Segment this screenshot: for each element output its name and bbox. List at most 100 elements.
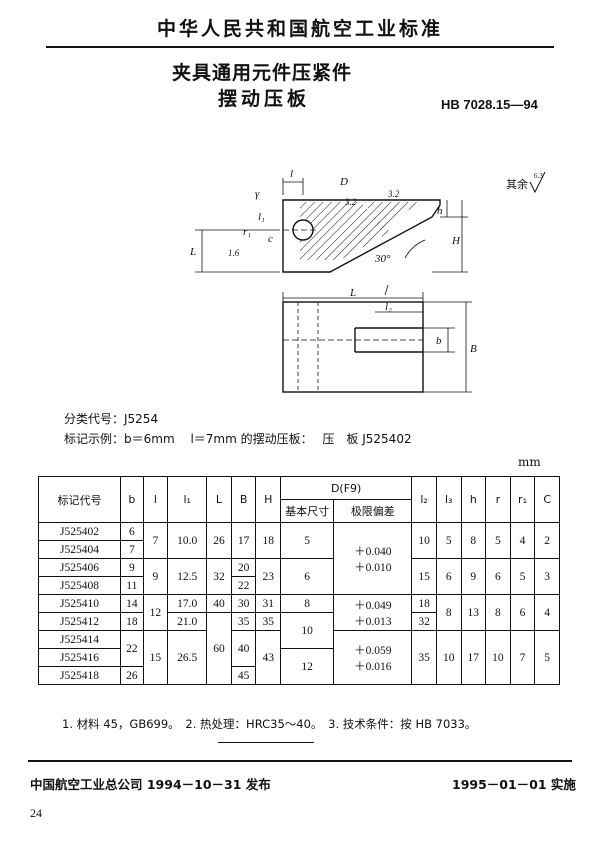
l1-cell: 17.0 — [167, 594, 208, 613]
B-cell: 45 — [230, 666, 257, 685]
B-cell: 40 — [230, 630, 257, 667]
mark-cell: J525416 — [37, 648, 122, 667]
r1-cell: 6 — [509, 594, 536, 631]
mark-cell: J525402 — [37, 522, 122, 541]
B-cell: 17 — [230, 522, 257, 559]
header-L: L — [206, 476, 232, 523]
l2-cell: 35 — [411, 630, 437, 685]
b-cell: 14 — [120, 594, 144, 613]
l2-cell: 32 — [411, 612, 437, 631]
r-cell: 6 — [485, 558, 511, 595]
mark-cell: J525418 — [37, 666, 122, 685]
r1-cell: 7 — [509, 630, 536, 685]
label-H: H — [451, 235, 461, 247]
r1-cell: 4 — [509, 522, 536, 559]
label-b: b — [436, 335, 442, 347]
table-row: J525418 26 45 — [37, 666, 560, 685]
header-r: r — [485, 476, 511, 523]
label-D: D — [339, 176, 348, 188]
standard-code: HB 7028.15—94 — [441, 97, 538, 112]
unit-label: mm — [518, 455, 541, 469]
l3-cell: 8 — [435, 594, 462, 631]
marking-example: 标记示例：b＝6mm l＝7mm 的摆动压板： 压 板 J525402 — [64, 432, 412, 446]
page-number: 24 — [30, 806, 42, 820]
l-cell: 15 — [142, 630, 169, 685]
table-row: J525402 6 7 10.0 26 17 18 5 ＋0.040＋0.010… — [37, 522, 560, 595]
header-B: B — [230, 476, 257, 523]
r1-cell: 5 — [509, 558, 536, 595]
label-top-rough: 3.2 — [387, 189, 400, 199]
H-cell: 18 — [255, 522, 282, 559]
roughness-value: 6.3 — [534, 172, 543, 180]
L-cell: 60 — [206, 612, 232, 685]
b-cell: 18 — [120, 612, 144, 631]
table-row: J525414 22 15 26.5 40 43 ＋0.059＋0.016 35… — [37, 630, 560, 685]
table-row: J525412 18 21.0 60 35 35 10 32 — [37, 612, 560, 685]
h-cell: 8 — [460, 522, 487, 559]
label-l2: l₂ — [385, 301, 392, 313]
l1-cell: 12.5 — [167, 558, 208, 595]
label-r1: r₁ — [243, 226, 251, 238]
spec-table: 标记代号 b l l₁ L B H D(F9) l₂ l₃ h r r₁ C 基… — [37, 476, 560, 685]
mark-cell: J525414 — [37, 630, 122, 649]
label-gamma: γ — [255, 188, 260, 200]
label-r1-rough: 1.6 — [228, 248, 240, 258]
B-cell: 35 — [230, 612, 257, 631]
table-row: J525410 14 12 17.0 40 30 31 8 ＋0.049＋0.0… — [37, 594, 560, 631]
header-l2: l₂ — [411, 476, 437, 523]
H-cell: 35 — [255, 612, 282, 631]
header-D-base: 基本尺寸 — [280, 499, 335, 523]
l1-cell: 21.0 — [167, 612, 208, 631]
b-cell: 26 — [120, 666, 144, 685]
header-h: h — [460, 476, 487, 523]
b-cell: 6 — [120, 522, 144, 541]
H-cell: 43 — [255, 630, 282, 685]
H-cell: 31 — [255, 594, 282, 613]
mark-cell: J525408 — [37, 576, 122, 595]
r-cell: 5 — [485, 522, 511, 559]
issuer: 中国航空工业总公司 1994－10－31 发布 — [30, 777, 271, 792]
header-C: C — [534, 476, 560, 523]
table-row: J525406 9 9 12.5 32 20 23 6 15 6 9 6 5 3 — [37, 558, 560, 595]
r-cell: 10 — [485, 630, 511, 685]
roughness-note: 其余 — [506, 177, 528, 191]
header-r1: r₁ — [509, 476, 536, 523]
h-cell: 9 — [460, 558, 487, 595]
l3-cell: 5 — [435, 522, 462, 559]
technical-notes: 1. 材料 45，GB699。 2. 热处理：HRC35～40。 3. 技术条件… — [62, 717, 477, 731]
b-cell: 9 — [120, 558, 144, 577]
notes-rule — [218, 742, 314, 743]
mark-cell: J525406 — [37, 558, 122, 577]
effective-date: 1995－01－01 实施 — [452, 777, 576, 792]
header-H: H — [255, 476, 282, 523]
label-angle: 30° — [374, 253, 391, 265]
l2-cell: 15 — [411, 558, 437, 595]
title-line-1: 夹具通用元件压紧件 — [172, 62, 353, 84]
classification-code: 分类代号：J5254 — [64, 412, 159, 426]
label-D-rough: 3.2 — [344, 197, 357, 207]
C-cell: 5 — [534, 630, 560, 685]
l-cell: 12 — [142, 594, 169, 631]
B-cell: 30 — [230, 594, 257, 613]
l3-cell: 10 — [435, 630, 462, 685]
header-D: D(F9) — [280, 476, 413, 500]
C-cell: 4 — [534, 594, 560, 631]
l1-cell: 26.5 — [167, 630, 208, 685]
mark-cell: J525412 — [37, 612, 122, 631]
h-cell: 13 — [460, 594, 487, 631]
table-row: J525416 12 — [37, 648, 560, 685]
h-cell: 17 — [460, 630, 487, 685]
D-tol-cell: ＋0.040＋0.010 — [333, 522, 413, 595]
D-base-cell: 5 — [280, 522, 335, 559]
l2-cell: 10 — [411, 522, 437, 559]
standard-header: 中华人民共和国航空工业标准 — [156, 18, 443, 40]
label-h: h — [437, 205, 443, 217]
technical-drawing: l γ D 3.2 r₁ l₁ c L 1.6 h H 3.2 30° L l₂… — [189, 168, 546, 393]
b-cell: 22 — [120, 630, 144, 667]
B-cell: 20 — [230, 558, 257, 577]
H-cell: 23 — [255, 558, 282, 595]
l-cell: 7 — [142, 522, 169, 559]
D-tol-cell: ＋0.049＋0.013 — [333, 594, 413, 631]
header-l: l — [142, 476, 169, 523]
D-base-cell: 6 — [280, 558, 335, 595]
